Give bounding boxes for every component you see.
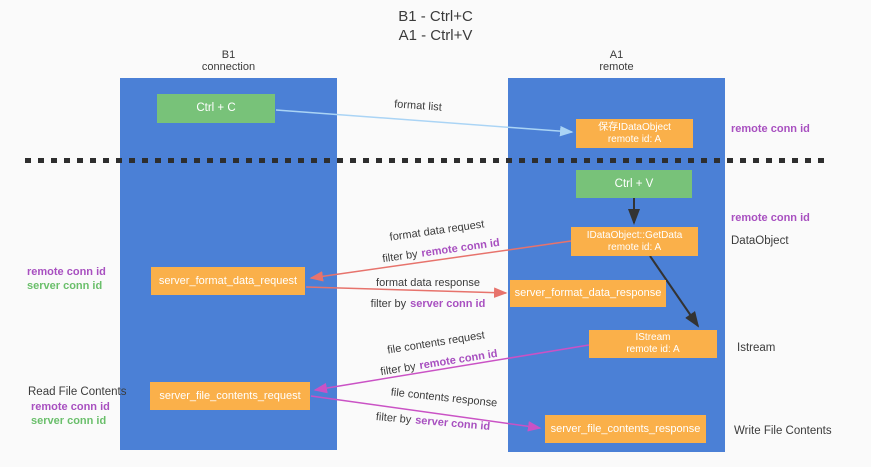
right-label-remote-conn-id-mid: remote conn id	[731, 212, 810, 224]
node-ctrl-c-label: Ctrl + C	[196, 102, 236, 114]
node-server-file-contents-request-label: server_file_contents_request	[159, 389, 301, 402]
title-line-1: B1 - Ctrl+C	[398, 8, 473, 25]
page-title: B1 - Ctrl+C A1 - Ctrl+V	[0, 7, 871, 45]
node-server-file-contents-response-label: server_file_contents_response	[550, 422, 701, 435]
lane-b1-subtitle: connection	[201, 61, 256, 73]
title-line-2: A1 - Ctrl+V	[398, 27, 473, 44]
node-istream-line2: remote id: A	[626, 344, 680, 355]
lane-header-a1: A1 remote	[508, 49, 725, 73]
node-istream: IStream remote id: A	[589, 330, 717, 358]
node-idataobject-getdata-line2: remote id: A	[607, 241, 662, 253]
label-format-data-response: format data response	[376, 277, 480, 289]
node-ctrl-v: Ctrl + V	[576, 170, 692, 198]
lane-b1-name: B1	[221, 49, 236, 61]
right-label-dataobject: DataObject	[731, 235, 789, 247]
node-save-idataobject: 保存IDataObject remote id: A	[576, 119, 693, 148]
right-label-remote-conn-id-top: remote conn id	[731, 123, 810, 135]
node-ctrl-v-label: Ctrl + V	[614, 177, 654, 190]
node-server-file-contents-request: server_file_contents_request	[150, 382, 310, 410]
node-server-format-data-response: server_format_data_response	[510, 280, 666, 307]
left-label-conn-ids-file: remote conn id server conn id	[31, 401, 110, 427]
node-save-idataobject-line2: remote id: A	[607, 133, 662, 145]
left-label-conn-ids-format: remote conn id server conn id	[27, 266, 106, 292]
lane-a1-name: A1	[609, 49, 624, 61]
session-divider-dashed-line	[25, 158, 831, 163]
node-server-format-data-response-label: server_format_data_response	[514, 287, 662, 299]
lane-a1-subtitle: remote	[599, 61, 634, 73]
lane-header-b1: B1 connection	[120, 49, 337, 73]
node-server-format-data-request: server_format_data_request	[151, 267, 305, 295]
left-label-read-file-contents: Read File Contents	[28, 386, 127, 398]
node-istream-line1: IStream	[635, 332, 671, 343]
node-server-format-data-request-label: server_format_data_request	[158, 274, 298, 287]
node-save-idataobject-line1: 保存IDataObject	[598, 121, 671, 133]
right-label-write-file-contents: Write File Contents	[734, 425, 832, 437]
right-label-istream: Istream	[737, 342, 776, 354]
node-idataobject-getdata: IDataObject::GetData remote id: A	[571, 227, 698, 256]
label-file-contents-response: file contents response	[390, 386, 498, 410]
node-ctrl-c: Ctrl + C	[157, 94, 275, 123]
label-format-list: format list	[393, 98, 443, 114]
node-server-file-contents-response: server_file_contents_response	[545, 415, 706, 443]
node-idataobject-getdata-line1: IDataObject::GetData	[586, 229, 683, 241]
